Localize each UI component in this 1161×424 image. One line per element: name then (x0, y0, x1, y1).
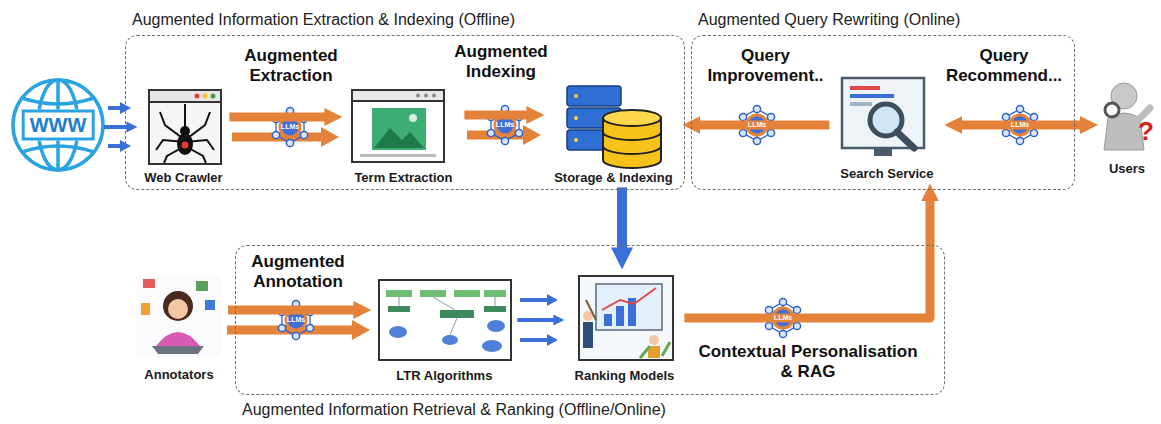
edge-label: Augmented Indexing (445, 42, 557, 83)
node-label: Storage & Indexing (554, 170, 672, 185)
llm-badge: LLMs (768, 313, 798, 323)
flow-arrow (229, 113, 326, 122)
llm-badge: LLMs (1005, 120, 1035, 130)
search-node: Search Service (829, 71, 944, 183)
web-globe: WWW (12, 79, 104, 171)
region-heading: Augmented Query Rewriting (Online) (698, 11, 960, 29)
flow-arrow (617, 187, 627, 249)
storage-node: Storage & Indexing (544, 81, 682, 187)
extraction-node: Term Extraction (342, 85, 464, 187)
node-label: Users (1109, 161, 1145, 176)
ranking-node: Ranking Models (564, 269, 684, 385)
region-heading: Augmented Information Retrieval & Rankin… (242, 401, 666, 419)
annotators-node: Annotators (130, 272, 228, 384)
node-label: Ranking Models (575, 368, 675, 383)
flow-arrow (698, 121, 829, 130)
edge-label: Query Improvement.. (698, 46, 833, 87)
edge-label: Augmented Extraction (235, 46, 347, 87)
llm-badge: LLMs (490, 120, 520, 130)
region-heading: Augmented Information Extraction & Index… (132, 11, 515, 29)
question-mark: ? (1138, 116, 1154, 147)
node-label: Term Extraction (354, 170, 452, 185)
edge-label: Augmented Annotation (242, 252, 354, 293)
node-label: Search Service (840, 166, 933, 181)
offline-region: Augmented Information Extraction & Index… (125, 35, 685, 190)
flow-arrow (684, 199, 930, 318)
node-label: LTR Algorithms (396, 368, 492, 383)
llm-badge: LLMs (281, 315, 311, 325)
llm-badge: LLMs (275, 122, 305, 132)
flow-arrow (228, 306, 355, 315)
llm-badge: LLMs (742, 120, 772, 130)
edge-label: Query Recommend... (938, 46, 1070, 87)
flow-arrow (464, 111, 528, 120)
crawler-node: Web Crawler (137, 85, 229, 187)
flow-arrow (517, 318, 555, 322)
node-label: Web Crawler (144, 170, 223, 185)
node-label: WWW (22, 110, 95, 141)
ltr-node: LTR Algorithms (371, 275, 517, 385)
edge-label: Contextual Personalisation & RAG (690, 342, 926, 383)
flow-arrow (960, 121, 1082, 130)
node-label: Annotators (144, 367, 213, 382)
